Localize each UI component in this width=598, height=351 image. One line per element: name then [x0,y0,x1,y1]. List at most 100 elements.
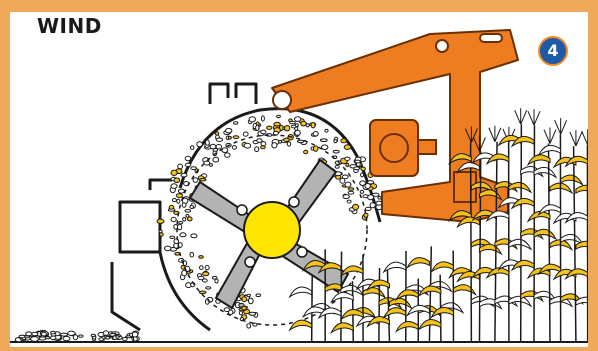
debris-particle [256,125,259,130]
debris-particle [215,279,218,283]
mulcher-illustration [10,12,588,347]
debris-particle [333,150,339,153]
debris-particle [295,117,301,122]
debris-particle [216,145,221,149]
debris-particle [234,122,238,124]
debris-particle [287,142,290,146]
debris-particle [177,199,180,203]
ground-debris-particle [25,336,29,338]
debris-particle [347,200,351,203]
debris-particle [185,156,191,160]
ground-debris-particle [45,337,49,339]
debris-particle [343,195,349,199]
debris-particle [261,130,266,134]
ground-debris-particle [51,331,55,334]
debris-particle [229,310,233,315]
debris-particle [171,217,176,221]
debris-particle [301,121,307,126]
debris-particle [290,121,296,123]
ground-debris-particle [103,331,108,336]
step-number-badge: 4 [538,36,568,66]
debris-particle [244,143,251,148]
debris-particle [247,324,251,328]
debris-particle [249,312,256,315]
debris-particle [175,253,180,256]
debris-particle [206,287,211,289]
debris-particle [203,279,208,282]
debris-particle [239,304,244,306]
debris-particle [253,323,257,326]
ground-debris-particle [32,332,38,335]
gearbox-motor [370,120,436,176]
debris-particle [295,130,301,135]
ground-debris-particle [116,336,119,339]
debris-particle [257,139,262,143]
debris-particle [185,163,191,166]
debris-particle [233,136,239,139]
debris-particle [190,252,194,257]
debris-particle [360,181,366,186]
debris-particle [345,157,350,160]
debris-particle [178,164,183,169]
debris-particle [179,222,183,224]
debris-particle [203,272,209,276]
debris-particle [325,129,328,132]
ground-debris-particle [60,333,67,336]
debris-particle [225,153,230,157]
debris-particle [242,297,247,302]
debris-particle [188,217,193,221]
debris-particle [345,182,351,187]
debris-particle [232,146,236,150]
ground-debris-particle [68,331,75,335]
debris-particle [360,190,363,193]
debris-particle [197,142,203,147]
corn-stalks [290,108,588,342]
debris-particle [320,139,327,142]
debris-particle [348,188,353,191]
ground-debris-particle [19,335,25,338]
ground-debris-particle [79,335,83,337]
debris-particle [334,140,337,143]
debris-particle [341,139,346,143]
debris-particle [272,143,277,148]
debris-particle [249,117,255,122]
debris-particle [247,294,250,296]
ground-debris-particle [130,333,133,336]
debris-particle [181,173,187,177]
debris-particle [284,138,290,141]
ground-debris-particle [123,338,128,341]
debris-particle [344,145,351,150]
debris-particle [213,157,219,162]
debris-particle [174,178,180,183]
debris-particle [171,184,177,189]
debris-particle [353,204,359,209]
debris-particle [178,189,184,193]
debris-particle [190,205,194,208]
debris-particle [160,233,164,236]
debris-particle [348,191,354,194]
debris-particle [204,161,210,165]
debris-particle [279,141,282,144]
debris-particle [180,233,186,237]
debris-particle [313,132,318,136]
debris-particle [215,132,219,135]
debris-particle [340,178,345,183]
ground-debris-particle [99,338,104,341]
debris-particle [256,294,261,297]
debris-particle [354,167,360,170]
debris-particle [183,218,186,222]
ground-debris-particle [51,336,56,340]
debris-particle [368,181,374,184]
illustration-panel: WIND 4 [10,12,588,347]
debris-particle [226,128,232,133]
debris-particle [199,256,204,259]
debris-particle [191,234,197,238]
debris-particle [313,146,318,151]
debris-particle [228,136,231,139]
ground-debris-particle [106,336,110,339]
debris-particle [178,224,182,229]
debris-particle [199,291,206,294]
debris-particle [176,194,182,198]
debris-particle [274,122,280,126]
